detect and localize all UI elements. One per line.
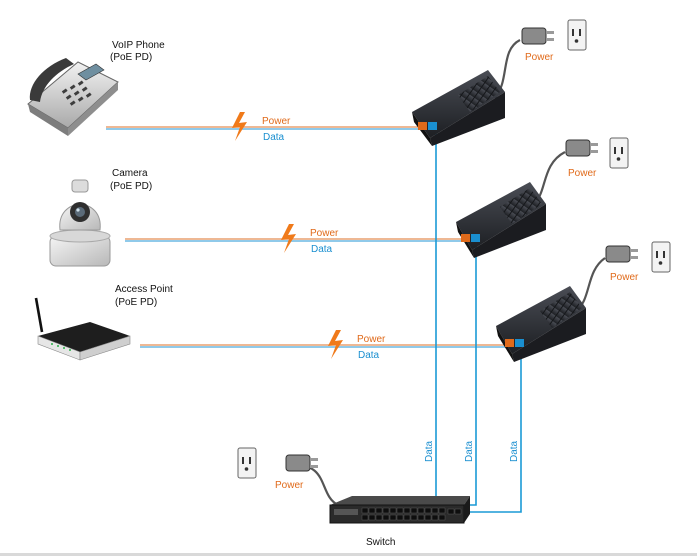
power-label: Power: [262, 116, 291, 127]
switch-label: Switch: [366, 537, 395, 548]
data-label-vertical: Data: [464, 440, 475, 462]
access-point-role: (PoE PD): [115, 297, 157, 308]
wall-outlet-icon: [567, 19, 587, 51]
power-plug-icon: [285, 454, 318, 472]
lightning-bolt-icon: [281, 224, 296, 253]
wireless-router-icon: [34, 297, 131, 361]
power-plug-icon: [521, 27, 554, 45]
wall-outlet-icon: [651, 241, 671, 273]
power-label: Power: [525, 52, 554, 63]
camera-label: Camera: [112, 168, 148, 179]
lightning-bolt-icon: [232, 112, 247, 141]
camera-role: (PoE PD): [110, 181, 152, 192]
lightning-bolt-icon: [328, 330, 343, 359]
wall-outlet-icon: [237, 447, 257, 479]
poe-injector-1: [412, 70, 505, 146]
power-plug-icon: [605, 245, 638, 263]
power-label: Power: [610, 272, 639, 283]
power-label: Power: [310, 228, 339, 239]
data-label-vertical: Data: [509, 440, 520, 462]
wall-outlet-icon: [609, 137, 629, 169]
network-switch-icon: [329, 496, 470, 524]
bottom-divider: [0, 553, 697, 556]
data-label: Data: [358, 350, 380, 361]
access-point-label: Access Point: [115, 284, 173, 295]
desk-phone-icon: [27, 58, 119, 136]
voip-cable: [106, 126, 430, 130]
power-plug-icon: [565, 139, 598, 157]
data-label-vertical: Data: [424, 440, 435, 462]
voip-phone-role: (PoE PD): [110, 52, 152, 63]
power-label: Power: [357, 334, 386, 345]
data-label: Data: [311, 244, 333, 255]
power-label: Power: [275, 480, 304, 491]
poe-injector-3: [496, 286, 586, 362]
dome-camera-icon: [49, 179, 111, 267]
ap-cable: [140, 344, 512, 348]
poe-injector-2: [456, 182, 546, 258]
power-label: Power: [568, 168, 597, 179]
camera-cable: [125, 238, 472, 242]
voip-phone-label: VoIP Phone: [112, 40, 165, 51]
data-label: Data: [263, 132, 285, 143]
